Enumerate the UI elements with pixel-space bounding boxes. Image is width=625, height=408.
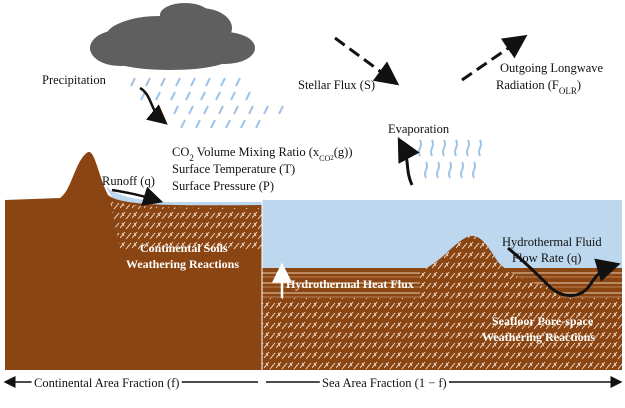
rain-icon [130,77,284,129]
label-co2-ratio: CO2 Volume Mixing Ratio (xCO2(g)) [172,145,353,163]
olr-arrow [461,34,528,82]
label-olr-line2: Radiation (FOLR) [496,78,581,96]
label-seafloor-1: Seafloor Pore-space [492,314,594,328]
evaporation-icon [418,139,482,179]
label-surface-temperature: Surface Temperature (T) [172,162,295,176]
label-hydrothermal-fluid-2: Flow Rate (q) [512,251,581,265]
label-continental-area: Continental Area Fraction (f) [34,376,179,390]
hydrothermal-fluid-arrow [507,246,621,297]
evaporation-arrow [397,137,420,186]
label-sea-area: Sea Area Fraction (1 − f) [322,376,447,390]
seafloor-pore-space-region [262,298,622,370]
label-continental-soils-2: Weathering Reactions [126,257,239,271]
label-evaporation: Evaporation [388,122,450,136]
mid-ocean-ridge [420,235,560,300]
stellar-flux-arrow [334,36,400,86]
label-hydrothermal-fluid-1: Hydrothermal Fluid [502,235,602,249]
label-seafloor-2: Weathering Reactions [482,330,595,344]
surface-water [92,165,262,210]
runoff-arrow [111,186,164,206]
label-precipitation: Precipitation [42,73,107,87]
label-stellar-flux: Stellar Flux (S) [298,78,375,92]
cloud-icon [90,3,255,70]
label-runoff: Runoff (q) [102,174,155,188]
continental-soils-region [110,200,262,250]
label-surface-pressure: Surface Pressure (P) [172,179,274,193]
continent [5,151,262,370]
label-continental-soils-1: Continental Soils [140,241,228,255]
precipitation-arrow [139,86,168,125]
label-hydrothermal-heat-flux: Hydrothermal Heat Flux [286,277,414,291]
label-olr-line1: Outgoing Longwave [500,61,604,75]
